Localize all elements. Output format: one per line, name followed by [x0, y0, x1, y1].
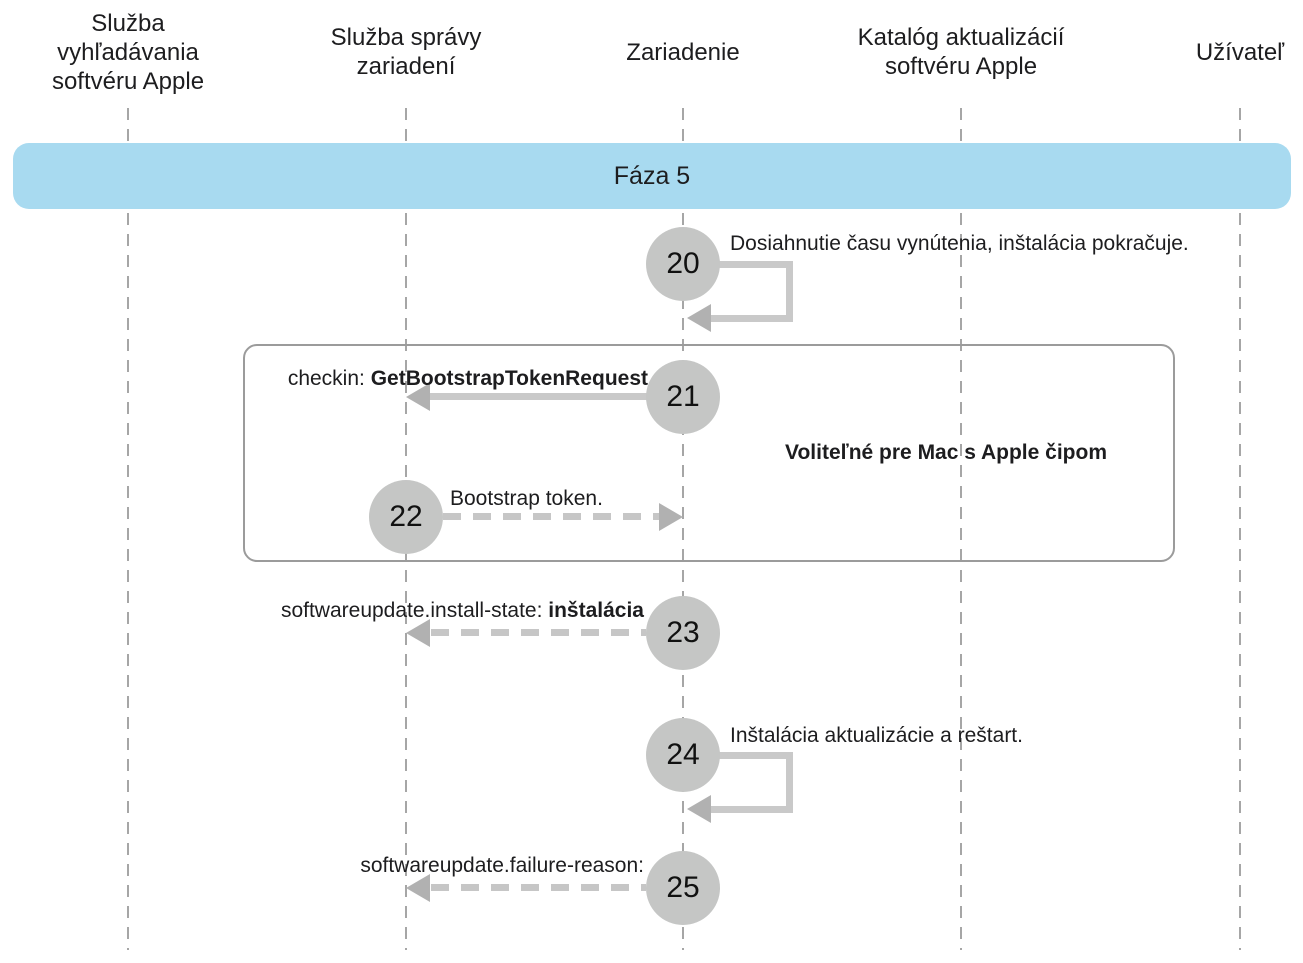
step-24-number: 24 [666, 738, 700, 771]
lifeline-device [682, 108, 684, 950]
arrowhead-left-icon [406, 619, 430, 647]
lifeline-header-apple-software-update-catalog: Katalóg aktualizácií softvéru Apple [857, 24, 1065, 80]
arrowhead-left-icon [687, 304, 711, 332]
step-24-label: Inštalácia aktualizácie a reštart. [730, 724, 1023, 747]
step-20-circle: 20 [646, 227, 720, 301]
step-22-arrow-line [443, 513, 661, 520]
step-25-arrow-line [431, 884, 646, 891]
step-25-circle: 25 [646, 851, 720, 925]
step-23-label-emphasis: inštalácia [548, 599, 644, 622]
arrowhead-left-icon [687, 795, 711, 823]
phase-banner: Fáza 5 [13, 143, 1291, 209]
step-23-circle: 23 [646, 596, 720, 670]
step-22-circle: 22 [369, 480, 443, 554]
lifeline-apple-software-update-catalog [960, 108, 962, 950]
step-22-number: 22 [389, 500, 423, 533]
step-20-label: Dosiahnutie času vynútenia, inštalácia p… [730, 232, 1189, 255]
step-23-label: softwareupdate.install-state: inštalácia [281, 598, 644, 624]
step-24-loop-right-line [786, 752, 793, 813]
step-21-label: checkin: GetBootstrapTokenRequest [288, 366, 648, 392]
arrowhead-right-icon [659, 503, 683, 531]
step-22-label: Bootstrap token. [450, 487, 603, 510]
step-23-number: 23 [666, 616, 700, 649]
step-25-number: 25 [666, 871, 700, 904]
step-21-arrow-line [430, 393, 648, 400]
lifeline-header-device-management-service: Služba správy zariadení [330, 24, 482, 80]
optional-group-label: Voliteľné pre Mac s Apple čipom [785, 441, 1107, 464]
phase-banner-label: Fáza 5 [613, 161, 691, 190]
optional-group-box [243, 344, 1175, 562]
step-24-circle: 24 [646, 718, 720, 792]
step-23-arrow-line [431, 629, 646, 636]
step-25-label: softwareupdate.failure-reason: [360, 854, 644, 877]
step-24-loop-top-line [718, 752, 793, 759]
step-20-loop-right-line [786, 261, 793, 322]
lifeline-user [1239, 108, 1241, 950]
lifeline-header-apple-software-lookup-service: Služba vyhľadávania softvéru Apple [51, 9, 205, 95]
step-23-label-prefix: softwareupdate.install-state: [280, 599, 549, 622]
arrowhead-left-icon [406, 874, 430, 902]
step-21-label-prefix: checkin: [287, 367, 371, 390]
step-20-loop-bottom-line [709, 315, 793, 322]
lifeline-header-device: Zariadenie [626, 38, 740, 66]
arrowhead-left-icon [406, 383, 430, 411]
lifeline-apple-software-lookup-service [127, 108, 129, 950]
lifeline-header-user: Užívateľ [1195, 38, 1285, 66]
step-21-label-emphasis: GetBootstrapTokenRequest [370, 367, 648, 390]
step-21-number: 21 [666, 380, 700, 413]
step-21-circle: 21 [646, 360, 720, 434]
step-20-number: 20 [666, 247, 700, 280]
step-24-loop-bottom-line [709, 806, 793, 813]
step-20-loop-top-line [718, 261, 793, 268]
